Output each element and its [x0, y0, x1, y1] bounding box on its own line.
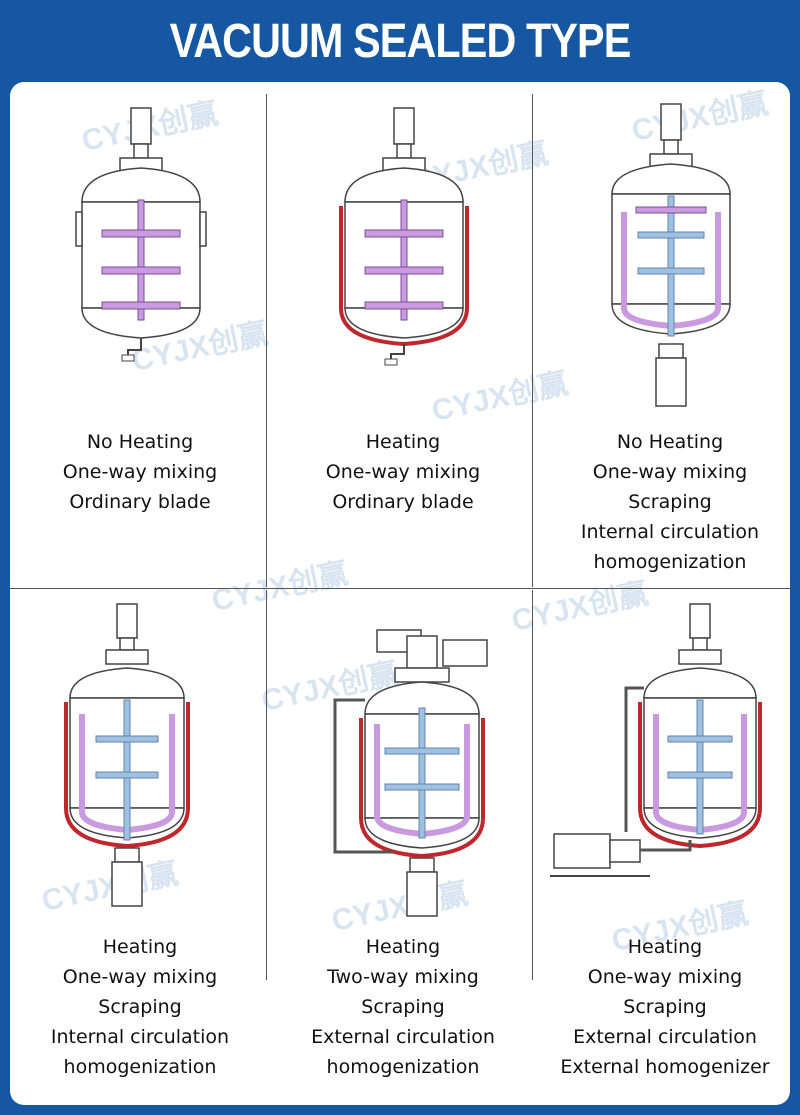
feature-heating: No Heating: [616, 431, 724, 453]
diagram-panel: CYJX创赢 CYJX创赢 CYJX创赢 CYJX创赢 CYJX创赢 CYJX创…: [10, 82, 790, 1105]
feature-homogenization: External homogenizer: [560, 1056, 770, 1078]
feature-scraping: Scraping: [623, 996, 707, 1018]
agitator: [364, 199, 444, 321]
feature-heating: Heating: [365, 431, 441, 453]
gearbox: [692, 637, 708, 651]
mixer-cell-heating-internal: Heating One-way mixing Scraping Internal…: [10, 592, 270, 1102]
motor-base: [105, 649, 149, 665]
circulation-pipe: [624, 686, 692, 852]
agitator: [667, 699, 733, 835]
agitator: [384, 707, 460, 839]
feature-mixing: Two-way mixing: [327, 966, 479, 988]
tank-lid: [643, 667, 757, 699]
mixer-cell-no-heating-ordinary: No Heating One-way mixing Ordinary blade: [10, 82, 270, 592]
drain-pipe: [127, 338, 142, 357]
grid-divider: [532, 590, 533, 980]
motor: [442, 639, 488, 667]
gearbox: [406, 635, 438, 669]
feature-homogenization: homogenization: [326, 1056, 480, 1078]
gearbox: [119, 637, 135, 651]
mixer-diagram: [339, 107, 469, 366]
feature-circulation: External circulation: [573, 1026, 757, 1048]
page-title: VACUUM SEALED TYPE: [169, 14, 632, 68]
gearbox: [396, 143, 412, 159]
agitator: [95, 699, 159, 841]
homogenizer-motor: [553, 833, 611, 869]
homogenizer-motor: [655, 357, 687, 407]
mixer-diagram: [550, 603, 762, 877]
motor: [116, 603, 138, 639]
grid-divider: [266, 590, 267, 980]
tank-lid: [611, 163, 731, 195]
feature-circulation: External circulation: [311, 1026, 495, 1048]
feature-mixing: One-way mixing: [62, 966, 218, 988]
homogenizer-head: [409, 857, 435, 873]
mixer-diagram: [611, 103, 731, 407]
feature-homogenization: homogenization: [593, 551, 747, 573]
mixer-diagram: [333, 629, 488, 917]
gearbox: [663, 139, 679, 155]
agitator: [101, 199, 181, 321]
heating-jacket: [638, 702, 762, 849]
feature-circulation: Internal circulation: [580, 521, 760, 543]
feature-homogenization: homogenization: [63, 1056, 217, 1078]
feature-scraping: Scraping: [361, 996, 445, 1018]
mixer-cell-no-heating-internal: No Heating One-way mixing Scraping Inter…: [540, 82, 790, 592]
feature-mixing: One-way mixing: [587, 966, 743, 988]
heating-jacket: [64, 702, 190, 849]
motor: [689, 603, 711, 639]
motor: [130, 107, 152, 145]
drain-pipe: [390, 344, 405, 361]
mixer-diagram: [64, 603, 190, 907]
motor: [660, 103, 682, 141]
homogenizer-head: [114, 847, 140, 863]
mixer-cell-heating-ordinary: Heating One-way mixing Ordinary blade: [273, 82, 533, 592]
homogenizer-head: [658, 343, 684, 359]
feature-heating: Heating: [365, 936, 441, 958]
homogenizer-motor: [406, 871, 438, 917]
motor-base: [678, 649, 722, 665]
mixer-diagram: [75, 107, 207, 362]
tank-lid: [344, 167, 464, 203]
side-lug: [199, 211, 207, 247]
homogenizer-motor: [111, 861, 143, 907]
grid-divider: [10, 588, 790, 589]
tank-bottom: [81, 307, 201, 339]
heating-jacket: [359, 718, 485, 859]
feature-heating: Heating: [627, 936, 703, 958]
tank-lid: [69, 667, 185, 699]
tank-lid: [81, 167, 201, 203]
mixer-cell-heating-external-homogenizer: Heating One-way mixing Scraping External…: [540, 592, 790, 1102]
circulation-pipe: [333, 698, 393, 854]
feature-blade: Ordinary blade: [332, 491, 474, 513]
drain-valve: [384, 358, 398, 366]
gearbox: [133, 143, 149, 159]
grid-divider: [266, 94, 267, 587]
feature-blade: Ordinary blade: [69, 491, 211, 513]
tank-bottom: [344, 307, 464, 339]
motor-base: [394, 667, 450, 683]
feature-mixing: One-way mixing: [592, 461, 748, 483]
agitator: [637, 195, 705, 337]
drain-valve: [121, 354, 135, 362]
feature-heating: Heating: [102, 936, 178, 958]
feature-mixing: One-way mixing: [325, 461, 481, 483]
grid-divider: [532, 94, 533, 587]
mixer-cell-heating-two-way: Heating Two-way mixing Scraping External…: [273, 592, 533, 1102]
feature-mixing: One-way mixing: [62, 461, 218, 483]
feature-scraping: Scraping: [98, 996, 182, 1018]
side-lug: [75, 211, 83, 247]
feature-circulation: Internal circulation: [50, 1026, 230, 1048]
motor: [393, 107, 415, 145]
feature-scraping: Scraping: [628, 491, 712, 513]
tank-lid: [364, 681, 480, 715]
feature-heating: No Heating: [86, 431, 194, 453]
homogenizer-pump: [609, 839, 641, 863]
